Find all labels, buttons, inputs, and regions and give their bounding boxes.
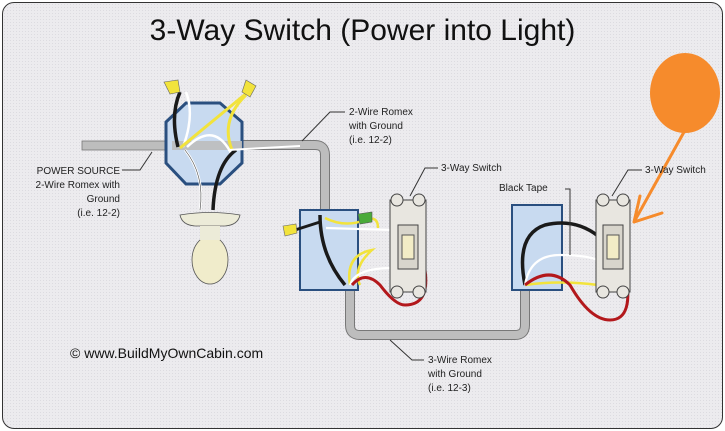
romex-3wire-cable bbox=[345, 285, 530, 340]
annotation-arrow bbox=[632, 130, 686, 224]
label-power-source: POWER SOURCE 2-Wire Romex with Ground (i… bbox=[35, 166, 120, 219]
light-bulb bbox=[191, 235, 229, 285]
label-romex-2wire: 2-Wire Romex with Ground (i.e. 12-2) bbox=[349, 107, 413, 146]
leader-romex-3wire bbox=[389, 339, 424, 361]
leader-black-tape bbox=[565, 188, 571, 255]
label-romex-3wire: 3-Wire Romex with Ground (i.e. 12-3) bbox=[428, 355, 492, 394]
three-way-switch-1 bbox=[389, 193, 427, 299]
leader-romex-2wire bbox=[301, 111, 345, 142]
light-fixture-base bbox=[179, 212, 241, 227]
wire-nut bbox=[163, 79, 181, 95]
wire-nut bbox=[282, 223, 298, 237]
wire-nut bbox=[357, 211, 373, 225]
romex-2wire-cable bbox=[240, 140, 330, 218]
leader-switch1 bbox=[409, 167, 438, 197]
power-source-cable bbox=[81, 140, 173, 151]
wire-nut bbox=[241, 79, 257, 98]
label-black-tape: Black Tape bbox=[499, 183, 548, 194]
label-switch-1: 3-Way Switch bbox=[441, 163, 502, 174]
three-way-switch-2 bbox=[595, 193, 631, 299]
leader-power-source bbox=[122, 151, 153, 171]
annotation-circle bbox=[650, 53, 720, 133]
leader-switch2 bbox=[611, 169, 642, 197]
label-switch-2: 3-Way Switch bbox=[645, 165, 706, 176]
copyright-text: © www.BuildMyOwnCabin.com bbox=[70, 345, 264, 361]
diagram-title: 3-Way Switch (Power into Light) bbox=[149, 14, 576, 47]
